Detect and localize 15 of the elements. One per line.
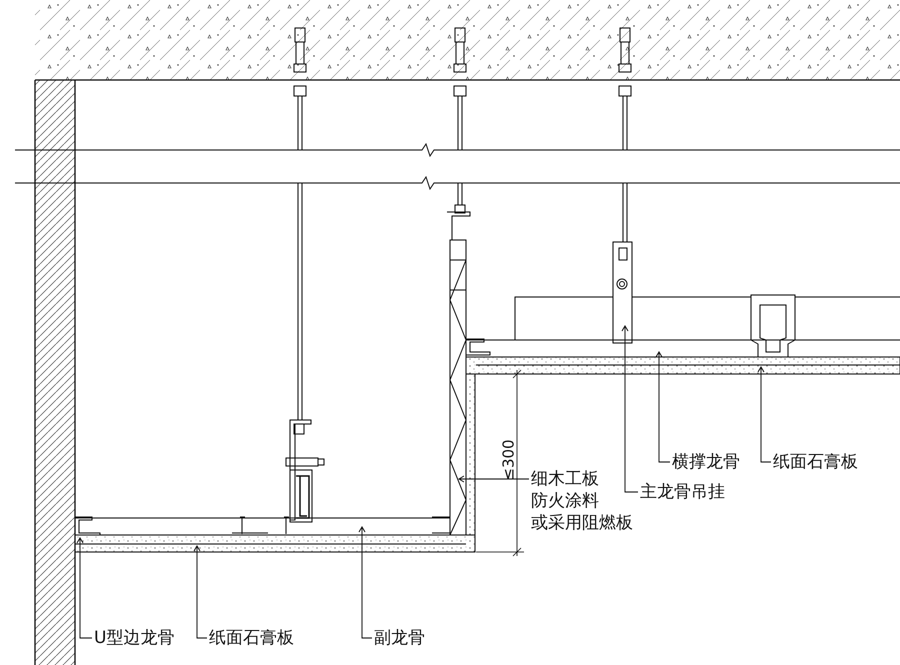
leader-line	[76, 538, 92, 638]
callout-label: 纸面石膏板	[209, 627, 294, 649]
leader-line	[656, 352, 670, 462]
callout-label: 副龙骨	[374, 627, 425, 649]
leader-line	[194, 546, 208, 638]
callout-label: 细木工板防火涂料或采用阻燃板	[531, 468, 633, 534]
leader-line	[358, 526, 372, 638]
leader-line	[758, 366, 772, 462]
callout-label: 横撑龙骨	[672, 451, 740, 473]
leader-line	[458, 476, 530, 482]
callout-label: 主龙骨吊挂	[640, 481, 725, 503]
leader-line	[622, 326, 638, 492]
callout-label: U型边龙骨	[94, 627, 174, 649]
dimension-text: ≤300	[498, 439, 519, 481]
callout-label: 纸面石膏板	[773, 451, 858, 473]
